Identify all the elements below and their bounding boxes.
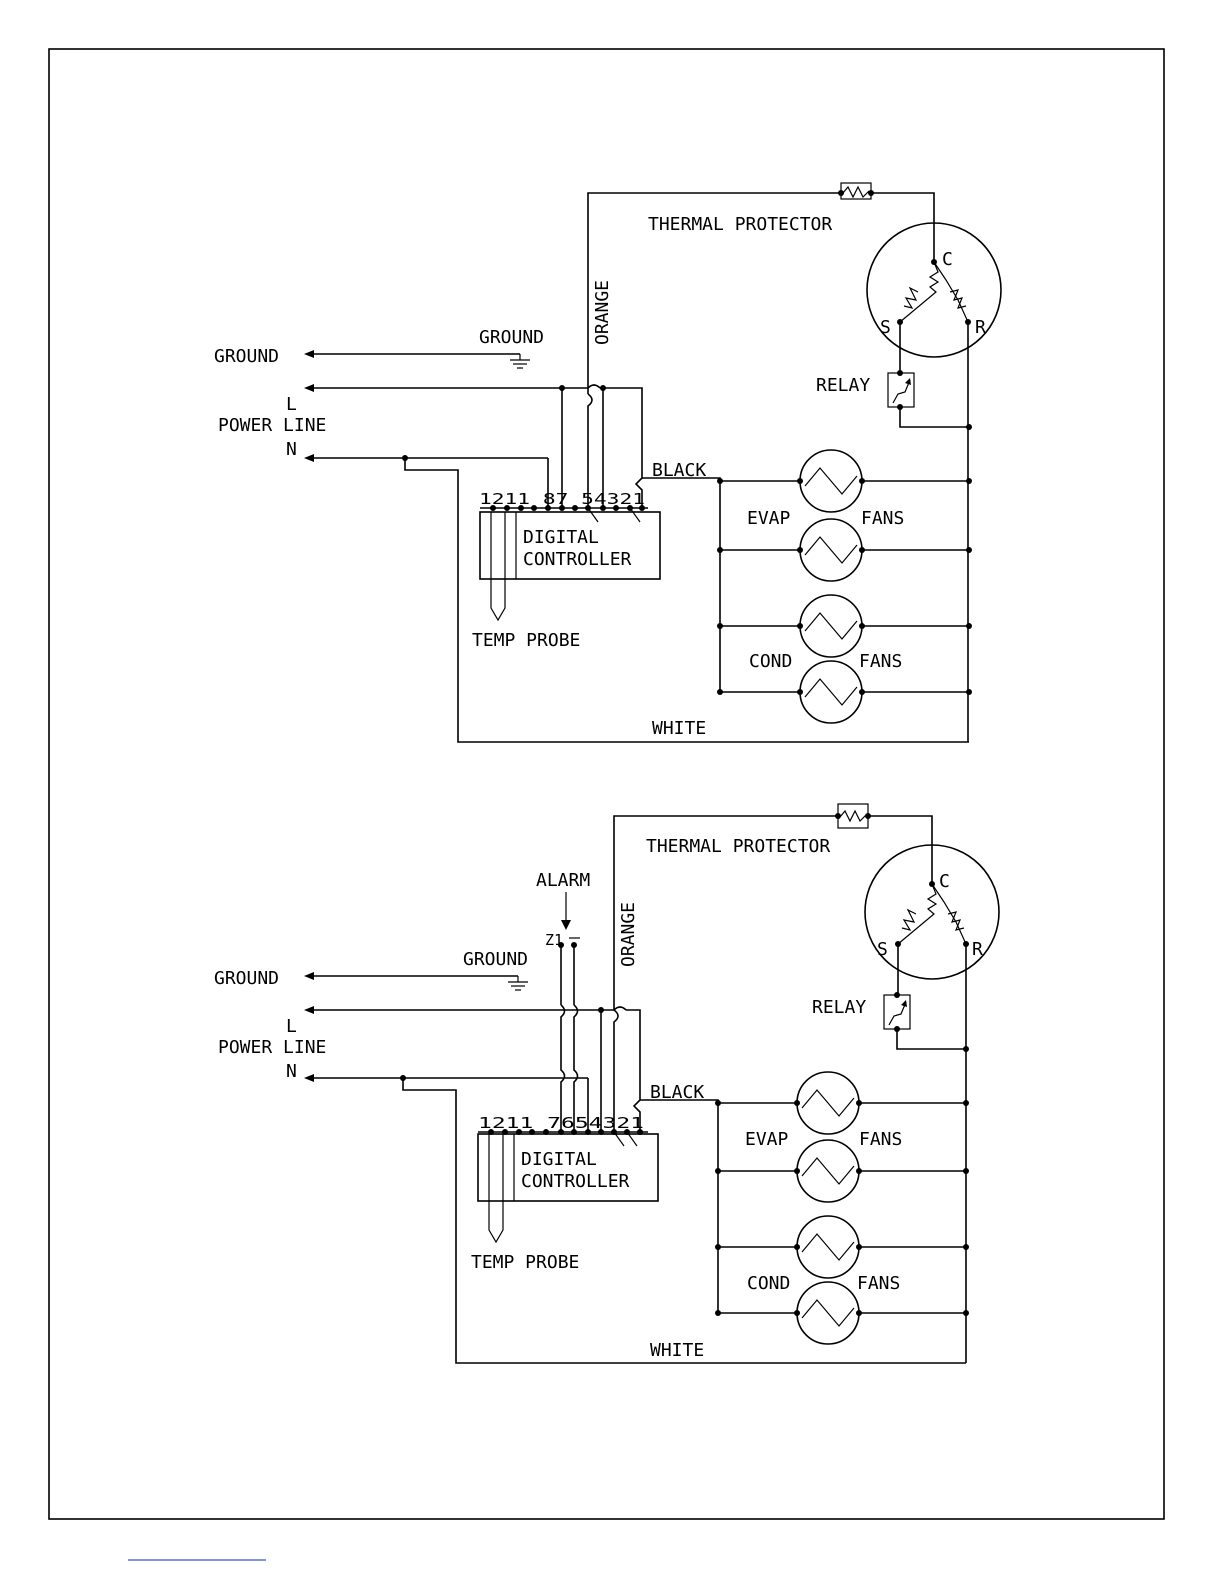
cond-fans-label: FANS [857, 1273, 900, 1294]
controller-terminals-label: 1211 7654321 [478, 1114, 644, 1132]
white-wire-label: WHITE [650, 1340, 704, 1361]
controller-label-line2: CONTROLLER [521, 1171, 630, 1192]
diagram-top: THERMAL PROTECTOR ORANGE C S R RELAY [214, 183, 1001, 742]
temp-probe-label: TEMP PROBE [472, 630, 580, 651]
evap-fans-label: FANS [861, 508, 904, 529]
thermal-protector-symbol [835, 804, 871, 828]
relay-symbol [888, 370, 914, 410]
temp-probe-symbol [489, 1134, 503, 1242]
alarm-label: ALARM [536, 870, 590, 891]
compressor-c-label: C [939, 871, 950, 892]
temp-probe-label: TEMP PROBE [471, 1252, 579, 1273]
ground-line-label: GROUND [214, 346, 279, 367]
cond-label: COND [749, 651, 792, 672]
ground-symbol-label: GROUND [479, 327, 544, 348]
temp-probe-symbol [491, 512, 505, 620]
thermal-protector-symbol [838, 183, 874, 199]
cond-label: COND [747, 1273, 790, 1294]
compressor-c-label: C [942, 249, 953, 270]
controller-label-line1: DIGITAL [521, 1149, 597, 1170]
black-wire-label: BLACK [650, 1082, 704, 1103]
line-n-label: N [286, 439, 297, 460]
orange-wire-label: ORANGE [618, 902, 639, 967]
cond-fans-label: FANS [859, 651, 902, 672]
power-line-label: POWER LINE [218, 1037, 326, 1058]
thermal-protector-label: THERMAL PROTECTOR [648, 214, 832, 235]
line-l-label: L [286, 1016, 297, 1037]
line-l-label: L [286, 394, 297, 415]
compressor-s-label: S [880, 317, 891, 338]
evap-label: EVAP [747, 508, 791, 529]
orange-wire-label: ORANGE [592, 280, 613, 345]
evap-fan-1 [717, 450, 972, 512]
evap-fan-1 [715, 1072, 969, 1134]
controller-label-line2: CONTROLLER [523, 549, 632, 570]
ground-symbol-label: GROUND [463, 949, 528, 970]
ground-line-label: GROUND [214, 968, 279, 989]
ground-symbol [508, 976, 528, 990]
compressor-r-label: R [975, 317, 986, 338]
cond-fan-1 [717, 595, 972, 657]
evap-fans-label: FANS [859, 1129, 902, 1150]
relay-symbol [884, 992, 910, 1032]
thermal-protector-label: THERMAL PROTECTOR [646, 836, 830, 857]
cond-fan-1 [715, 1216, 969, 1278]
controller-terminals-label: 1211 87 54321 [479, 490, 645, 508]
controller-label-line1: DIGITAL [523, 527, 599, 548]
compressor-s-label: S [877, 939, 888, 960]
black-wire-label: BLACK [652, 460, 706, 481]
page-frame [49, 49, 1164, 1519]
relay-label: RELAY [816, 375, 870, 396]
white-wire-label: WHITE [652, 718, 706, 739]
ground-symbol [510, 354, 530, 368]
diagram-bottom: THERMAL PROTECTOR ORANGE C S R RELAY [214, 804, 999, 1363]
evap-label: EVAP [745, 1129, 789, 1150]
compressor-r-label: R [972, 939, 983, 960]
relay-label: RELAY [812, 997, 866, 1018]
line-n-label: N [286, 1061, 297, 1082]
power-line-label: POWER LINE [218, 415, 326, 436]
